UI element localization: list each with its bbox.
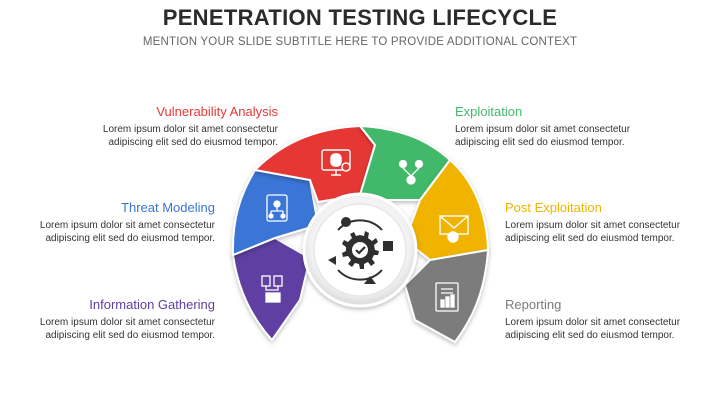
page-title: PENETRATION TESTING LIFECYCLE bbox=[162, 5, 558, 30]
step-description-line2: adipiscing elit sed do eiusmod tempor. bbox=[505, 233, 675, 244]
envelope-gear-icon bbox=[439, 215, 469, 243]
step-title: Post Exploitation bbox=[505, 200, 602, 215]
step-description-line1: Lorem ipsum dolor sit amet consectetur bbox=[39, 220, 215, 231]
step-threat-modeling: Threat Modeling Lorem ipsum dolor sit am… bbox=[15, 200, 215, 245]
page-subtitle: MENTION YOUR SLIDE SUBTITLE HERE TO PROV… bbox=[142, 36, 578, 48]
step-exploitation: Exploitation Lorem ipsum dolor sit amet … bbox=[455, 104, 655, 149]
segment-reporting bbox=[403, 248, 490, 344]
step-description-line1: Lorem ipsum dolor sit amet consectetur bbox=[102, 124, 278, 135]
segment-threat-modeling bbox=[231, 168, 320, 257]
step-description-line2: adipiscing elit sed do eiusmod tempor. bbox=[505, 330, 675, 341]
step-post-exploitation: Post Exploitation Lorem ipsum dolor sit … bbox=[505, 200, 705, 245]
computer-bug-icon bbox=[321, 149, 351, 176]
step-description-line1: Lorem ipsum dolor sit amet consectetur bbox=[39, 317, 215, 328]
step-title: Reporting bbox=[505, 297, 562, 312]
data-gathering-icon bbox=[261, 275, 283, 303]
segment-information-gathering bbox=[231, 236, 312, 342]
step-description-line2: adipiscing elit sed do eiusmod tempor. bbox=[455, 137, 625, 148]
step-description-line2: adipiscing elit sed do eiusmod tempor. bbox=[45, 233, 215, 244]
step-description-line1: Lorem ipsum dolor sit amet consectetur bbox=[505, 220, 681, 231]
step-title: Vulnerability Analysis bbox=[156, 104, 278, 119]
gear-cycle-icon bbox=[328, 217, 393, 284]
step-description-line2: adipiscing elit sed do eiusmod tempor. bbox=[45, 330, 215, 341]
segment-post-exploitation bbox=[403, 158, 490, 262]
step-title: Threat Modeling bbox=[121, 200, 215, 215]
step-reporting: Reporting Lorem ipsum dolor sit amet con… bbox=[505, 297, 705, 342]
step-description-line1: Lorem ipsum dolor sit amet consectetur bbox=[455, 124, 631, 135]
document-hierarchy-icon bbox=[266, 194, 288, 222]
network-people-icon bbox=[398, 159, 424, 185]
step-title: Exploitation bbox=[455, 104, 523, 119]
step-information-gathering: Information Gathering Lorem ipsum dolor … bbox=[15, 297, 215, 342]
report-chart-icon bbox=[435, 282, 459, 312]
step-title: Information Gathering bbox=[89, 297, 215, 312]
step-vulnerability-analysis: Vulnerability Analysis Lorem ipsum dolor… bbox=[78, 104, 278, 149]
step-description-line2: adipiscing elit sed do eiusmod tempor. bbox=[108, 137, 278, 148]
step-description-line1: Lorem ipsum dolor sit amet consectetur bbox=[505, 317, 681, 328]
